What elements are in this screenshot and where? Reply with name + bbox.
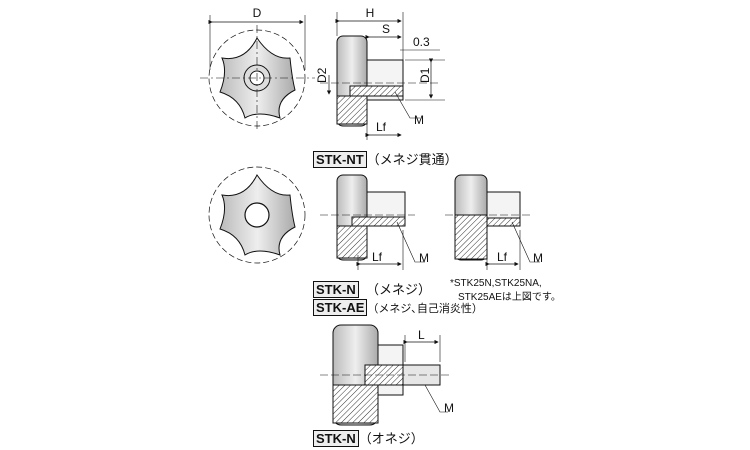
note-stk25: *STK25N,STK25NA,STK25AEは上図です。 [450, 278, 561, 303]
dim-M-right: M [533, 251, 543, 265]
dim-M-bottom: M [444, 401, 454, 415]
dim-D: D [253, 6, 262, 20]
dim-Lf-top: Lf [376, 120, 387, 134]
label-stk-nt: STK-NT（メネジ貫通） [313, 149, 458, 168]
dim-gap: 0.3 [413, 35, 430, 49]
dim-H: H [366, 6, 375, 20]
side-view-nt [320, 12, 445, 140]
dim-D1: D1 [418, 67, 432, 83]
label-stk-n: STK-N （メネジ） [313, 279, 431, 298]
side-view-n25 [445, 174, 540, 270]
dim-D2: D2 [315, 67, 329, 83]
dim-S: S [382, 22, 390, 36]
dim-Lf-right: Lf [497, 250, 508, 264]
dim-M-top: M [414, 113, 424, 127]
label-stk-ae: STK-AE（メネジ､自己消炎性） [313, 299, 483, 316]
front-view-top [200, 15, 315, 132]
front-view-middle [208, 166, 306, 264]
dim-L: L [418, 328, 425, 342]
side-view-n [320, 174, 425, 270]
dim-M-mid: M [419, 251, 429, 265]
label-stk-n-male: STK-N（オネジ） [313, 428, 424, 447]
dim-Lf-mid: Lf [372, 250, 383, 264]
side-view-male [320, 324, 450, 426]
